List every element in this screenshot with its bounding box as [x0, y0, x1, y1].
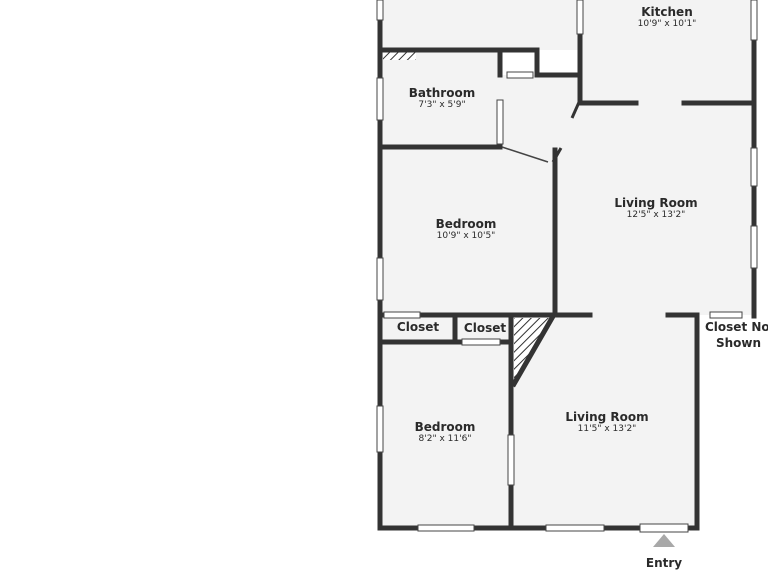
note-line-2: Shown: [716, 336, 762, 350]
wall-diagonal: [510, 314, 556, 388]
entry-opening: [639, 523, 689, 533]
window-top-kitchen: [576, 0, 584, 35]
room-label-living-room-upper: Living Room 12'5" x 13'2": [596, 196, 716, 221]
note-line-1: Closet Not: [705, 320, 768, 334]
window-mid-divider: [383, 311, 421, 319]
room-name: Living Room: [565, 410, 649, 424]
room-dims: 7'3" x 5'9": [418, 100, 466, 110]
room-dims: 12'5" x 13'2": [626, 210, 686, 220]
window-left-top: [376, 0, 384, 21]
door-hall-diagonal: [570, 99, 582, 119]
hatched-vent: [383, 52, 416, 60]
window-right-1: [750, 0, 758, 41]
room-name: Bedroom: [414, 420, 476, 434]
wall-top-middle: [377, 47, 583, 78]
floor-areas: [380, 0, 755, 527]
floor-kitchen: [580, 0, 755, 103]
room-name: Bedroom: [435, 217, 497, 231]
room-name: Kitchen: [641, 5, 693, 19]
window-bottom-2: [545, 524, 605, 532]
floor-bathroom: [380, 50, 500, 147]
room-dims: 11'5" x 13'2": [577, 424, 637, 434]
window-bedroom-upper: [376, 257, 384, 301]
room-label-living-room-lower: Living Room 11'5" x 13'2": [547, 410, 667, 435]
window-bedroom-lower: [376, 405, 384, 453]
window-right-step: [709, 311, 743, 319]
window-bath-vertical: [496, 99, 504, 145]
window-closet-bottom: [461, 338, 501, 346]
entry-arrow-icon: [653, 534, 675, 547]
window-bathroom: [376, 77, 384, 121]
window-bottom-1: [417, 524, 475, 532]
window-right-3: [750, 225, 758, 269]
door-bathroom-swing: [501, 146, 549, 163]
floor-closets: [380, 315, 510, 342]
floor-top-left: [380, 0, 580, 50]
floor-living-room-upper: [555, 103, 755, 315]
floor-bedroom-upper: [380, 147, 555, 315]
closet-label-right: Closet: [463, 321, 507, 335]
room-dims: 8'2" x 11'6": [418, 434, 472, 444]
floor-bedroom-lower: [380, 342, 511, 527]
room-label-bedroom-lower: Bedroom 8'2" x 11'6": [395, 420, 495, 445]
entry-label: Entry: [645, 556, 683, 570]
window-hall-top: [506, 71, 534, 79]
doors: [501, 99, 582, 163]
room-label-kitchen: Kitchen 10'9" x 10'1": [617, 5, 717, 30]
room-name: Bathroom: [408, 86, 476, 100]
room-dims: 10'9" x 10'1": [637, 19, 697, 29]
window-bedroom-lower-right: [507, 434, 515, 486]
window-right-2: [750, 147, 758, 187]
windows: [376, 0, 758, 532]
room-label-bedroom-upper: Bedroom 10'9" x 10'5": [416, 217, 516, 242]
room-dims: 10'9" x 10'5": [436, 231, 496, 241]
floor-living-room-lower: [511, 315, 696, 527]
note-closet-not-shown: Closet Not Shown: [700, 319, 768, 351]
room-name: Living Room: [614, 196, 698, 210]
door-bedroom-diagonal: [551, 147, 563, 163]
room-label-bathroom: Bathroom 7'3" x 5'9": [392, 86, 492, 111]
closet-label-left: Closet: [396, 320, 440, 334]
